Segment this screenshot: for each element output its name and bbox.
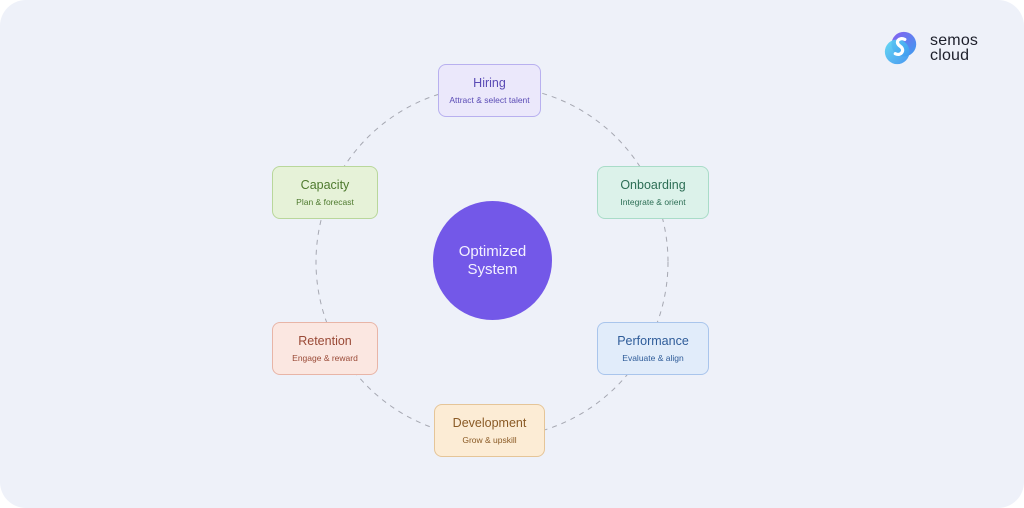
node-title: Hiring: [473, 75, 506, 90]
node-hiring: Hiring Attract & select talent: [438, 64, 541, 117]
node-subtitle: Grow & upskill: [462, 434, 517, 445]
node-subtitle: Engage & reward: [292, 352, 358, 363]
center-label-line2: System: [467, 260, 518, 278]
node-capacity: Capacity Plan & forecast: [272, 166, 378, 219]
node-subtitle: Plan & forecast: [296, 196, 354, 207]
center-node-optimized-system: Optimized System: [433, 201, 552, 320]
semos-cloud-logo-icon: [884, 31, 917, 65]
semos-cloud-logo: semos cloud: [882, 29, 978, 67]
node-onboarding: Onboarding Integrate & orient: [597, 166, 709, 219]
node-title: Retention: [298, 333, 352, 348]
node-subtitle: Integrate & orient: [620, 196, 686, 207]
node-retention: Retention Engage & reward: [272, 322, 378, 375]
brand-name-line1: semos: [930, 32, 979, 49]
node-title: Onboarding: [620, 177, 686, 192]
node-title: Capacity: [300, 177, 350, 192]
node-performance: Performance Evaluate & align: [597, 322, 709, 375]
dashed-connector-ring: [315, 85, 669, 439]
brand-wordmark: semos cloud: [930, 32, 979, 64]
node-development: Development Grow & upskill: [434, 404, 545, 457]
node-title: Development: [452, 415, 527, 430]
node-subtitle: Evaluate & align: [622, 352, 684, 363]
node-subtitle: Attract & select talent: [449, 94, 530, 105]
node-title: Performance: [617, 333, 689, 348]
brand-name-line2: cloud: [930, 47, 970, 64]
center-label-line1: Optimized: [458, 242, 527, 260]
